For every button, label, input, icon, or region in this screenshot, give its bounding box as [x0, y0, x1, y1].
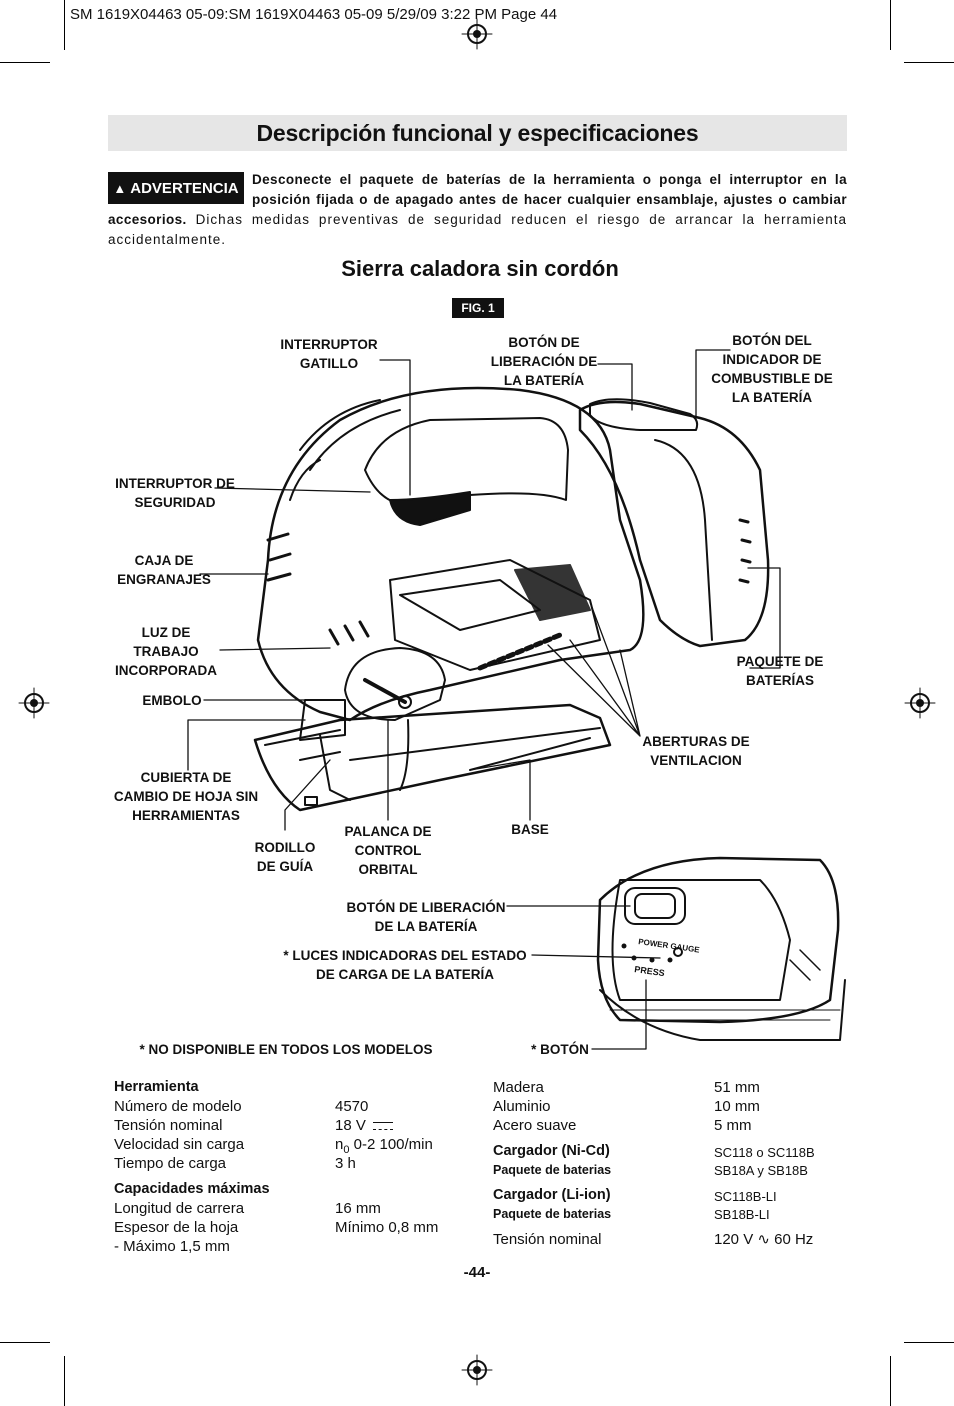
- spec-value: 10 mm: [714, 1098, 760, 1115]
- crop-mark: [0, 1342, 50, 1343]
- crop-mark: [904, 1342, 954, 1343]
- crop-mark: [904, 62, 954, 63]
- spec-label: Espesor de la hoja: [114, 1219, 239, 1236]
- spec-label: Tensión nominal: [493, 1231, 602, 1248]
- spec-value: 120 V ∿ 60 Hz: [714, 1231, 814, 1248]
- spec-label: Tensión nominal: [114, 1117, 223, 1134]
- figure-badge: FIG. 1: [452, 298, 504, 318]
- label-plunger: EMBOLO: [142, 693, 202, 708]
- spec-value: n0 0-2 100/min: [335, 1136, 433, 1156]
- spec-value: 18 V: [335, 1116, 394, 1135]
- print-slug: SM 1619X04463 05-09:SM 1619X04463 05-09 …: [70, 6, 558, 23]
- crop-mark: [64, 0, 65, 50]
- spec-value: 5 mm: [714, 1117, 752, 1134]
- crop-mark: [64, 1356, 65, 1406]
- section-title-bar: Descripción funcional y especificaciones: [108, 115, 847, 151]
- spec-label: Paquete de baterias: [493, 1163, 612, 1177]
- spec-label: Número de modelo: [114, 1098, 242, 1115]
- page-number: -44-: [463, 1264, 491, 1281]
- spec-label: Cargador (Li-ion): [493, 1187, 611, 1203]
- spec-value: SC118 o SC118B: [714, 1145, 815, 1160]
- spec-value: 16 mm: [335, 1200, 381, 1217]
- spec-value: 51 mm: [714, 1079, 760, 1096]
- spec-value: 3 h: [335, 1155, 356, 1172]
- warning-rest: Dichas medidas preventivas de seguridad …: [108, 212, 847, 247]
- spec-label: Acero suave: [493, 1117, 577, 1134]
- ac-symbol-icon: ∿: [757, 1231, 770, 1248]
- warning-triangle-icon: ▲: [113, 180, 127, 196]
- warning-lead: Desconecte el paquete de baterías de la …: [108, 172, 847, 227]
- spec-value: Mínimo 0,8 mm: [335, 1219, 439, 1236]
- page-title: Descripción funcional y especificaciones: [256, 119, 699, 146]
- spec-heading: Capacidades máximas: [114, 1181, 270, 1197]
- charger-brand-print: PRESS: [634, 964, 666, 978]
- label-button: * BOTÓN: [531, 1042, 589, 1057]
- spec-value: 4570: [335, 1098, 369, 1115]
- spec-label: Madera: [493, 1079, 544, 1096]
- label-not-available-note: * NO DISPONIBLE EN TODOS LOS MODELOS: [139, 1042, 433, 1057]
- spec-label: Cargador (Ni-Cd): [493, 1143, 610, 1159]
- warning-paragraph: Desconecte el paquete de baterías de la …: [108, 170, 847, 250]
- spec-value: SB18A y SB18B: [714, 1163, 808, 1178]
- spec-value: SB18B-LI: [714, 1207, 770, 1222]
- dc-symbol-icon: [373, 1122, 394, 1131]
- label-base: BASE: [511, 822, 549, 837]
- product-subtitle: Sierra caladora sin cordón: [341, 256, 619, 281]
- spec-label: Longitud de carrera: [114, 1200, 245, 1217]
- spec-label: Paquete de baterias: [493, 1207, 612, 1221]
- spec-heading: Herramienta: [114, 1079, 199, 1095]
- spec-label: Tiempo de carga: [114, 1155, 227, 1172]
- spec-label: Aluminio: [493, 1098, 551, 1115]
- crop-mark: [890, 0, 891, 50]
- spec-label: - Máximo 1,5 mm: [114, 1238, 230, 1255]
- spec-value: SC118B-LI: [714, 1189, 777, 1204]
- crop-mark: [890, 1356, 891, 1406]
- charger-gauge-print: POWER GAUGE: [638, 937, 701, 955]
- crop-mark: [0, 62, 50, 63]
- warning-badge: ▲ ADVERTENCIA: [108, 172, 244, 204]
- spec-label: Velocidad sin carga: [114, 1136, 245, 1153]
